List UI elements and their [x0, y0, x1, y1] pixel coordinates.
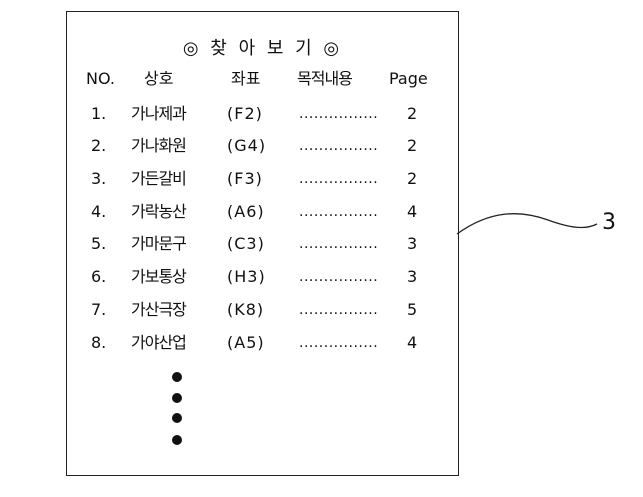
- row-page: 2: [407, 169, 418, 188]
- row-number: 8.: [91, 333, 107, 352]
- row-name: 가마문구: [131, 234, 187, 253]
- row-coordinate: (A6): [227, 202, 265, 221]
- row-name: 가보통상: [131, 267, 187, 286]
- row-coordinate: (G4): [227, 136, 267, 155]
- row-page: 5: [407, 300, 418, 319]
- row-page: 2: [407, 136, 418, 155]
- row-page: 4: [407, 333, 418, 352]
- row-leader-dots: ................: [299, 106, 379, 122]
- continuation-dot: [172, 372, 182, 382]
- header-name: 상호: [144, 69, 174, 88]
- row-number: 3.: [91, 169, 107, 188]
- row-leader-dots: ................: [299, 138, 379, 154]
- row-name: 가락농산: [131, 202, 187, 221]
- row-coordinate: (C3): [227, 234, 265, 253]
- row-number: 5.: [91, 234, 107, 253]
- row-leader-dots: ................: [299, 269, 379, 285]
- row-leader-dots: ................: [299, 236, 379, 252]
- continuation-dot: [172, 435, 182, 445]
- row-coordinate: (H3): [227, 267, 266, 286]
- header-page: Page: [389, 69, 428, 88]
- row-name: 가나제과: [131, 104, 187, 123]
- row-page: 4: [407, 202, 418, 221]
- leader-curve: [456, 213, 598, 235]
- continuation-dot: [172, 393, 182, 403]
- header-no: NO.: [86, 69, 115, 88]
- row-coordinate: (F3): [227, 169, 263, 188]
- row-name: 가든갈비: [131, 169, 187, 188]
- row-coordinate: (K8): [227, 300, 265, 319]
- row-leader-dots: ................: [299, 302, 379, 318]
- row-number: 6.: [91, 267, 107, 286]
- row-leader-dots: ................: [299, 171, 379, 187]
- index-panel: ◎ 찾 아 보 기 ◎ NO. 상호 좌표 목적내용 Page 1. 가나제과 …: [66, 11, 459, 476]
- header-coordinate: 좌표: [231, 69, 261, 88]
- row-name: 가야산업: [131, 333, 187, 352]
- row-name: 가산극장: [131, 300, 187, 319]
- row-page: 3: [407, 234, 418, 253]
- index-title: ◎ 찾 아 보 기 ◎: [182, 38, 343, 59]
- row-page: 2: [407, 104, 418, 123]
- reference-numeral: 3: [602, 210, 616, 235]
- row-leader-dots: ................: [299, 335, 379, 351]
- row-coordinate: (A5): [227, 333, 265, 352]
- row-number: 1.: [91, 104, 107, 123]
- continuation-dot: [172, 413, 182, 423]
- row-number: 2.: [91, 136, 107, 155]
- row-leader-dots: ................: [299, 204, 379, 220]
- row-number: 7.: [91, 300, 107, 319]
- row-number: 4.: [91, 202, 107, 221]
- row-name: 가나화원: [131, 136, 187, 155]
- header-purpose: 목적내용: [297, 69, 353, 88]
- row-page: 3: [407, 267, 418, 286]
- row-coordinate: (F2): [227, 104, 263, 123]
